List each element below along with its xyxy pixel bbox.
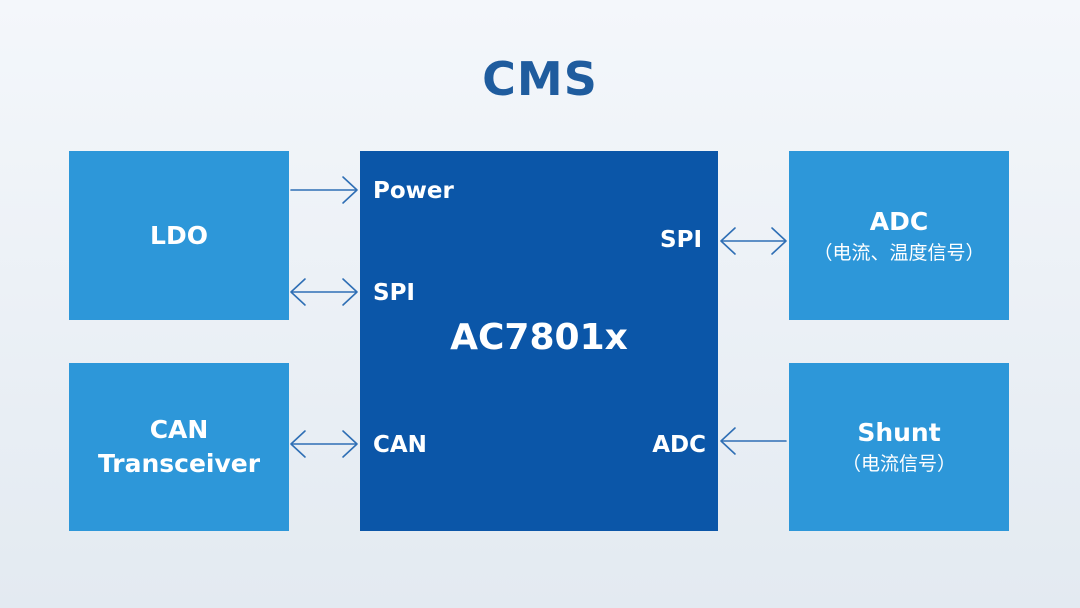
arrow-ldo-to-power	[290, 176, 358, 204]
ldo-label: LDO	[150, 220, 208, 250]
pin-spi-right: SPI	[660, 227, 702, 253]
arrow-shunt-to-adc	[720, 427, 787, 455]
adc-label: ADC	[869, 206, 929, 236]
pin-power: Power	[373, 178, 454, 204]
shunt-label: Shunt	[857, 418, 941, 447]
pin-can: CAN	[373, 432, 427, 458]
diagram-title: CMS	[482, 52, 598, 106]
can-transceiver-line1: CAN	[149, 415, 209, 444]
can-transceiver-line2: Transceiver	[97, 449, 261, 478]
adc-block: ADC （电流、温度信号）	[789, 151, 1009, 320]
shunt-sublabel: （电流信号）	[841, 453, 956, 475]
arrow-can-transceiver-can	[290, 430, 358, 458]
ldo-block: LDO	[69, 151, 289, 320]
can-transceiver-block: CAN Transceiver	[69, 363, 289, 531]
shunt-block: Shunt （电流信号）	[789, 363, 1009, 531]
pin-adc: ADC	[652, 432, 706, 458]
arrow-ldo-spi	[290, 278, 358, 306]
mcu-block: Power SPI CAN SPI ADC AC7801x	[360, 151, 718, 531]
mcu-name: AC7801x	[450, 317, 628, 358]
pin-spi-left: SPI	[373, 280, 415, 306]
adc-sublabel: （电流、温度信号）	[813, 241, 985, 264]
arrow-spi-adc	[720, 227, 787, 255]
